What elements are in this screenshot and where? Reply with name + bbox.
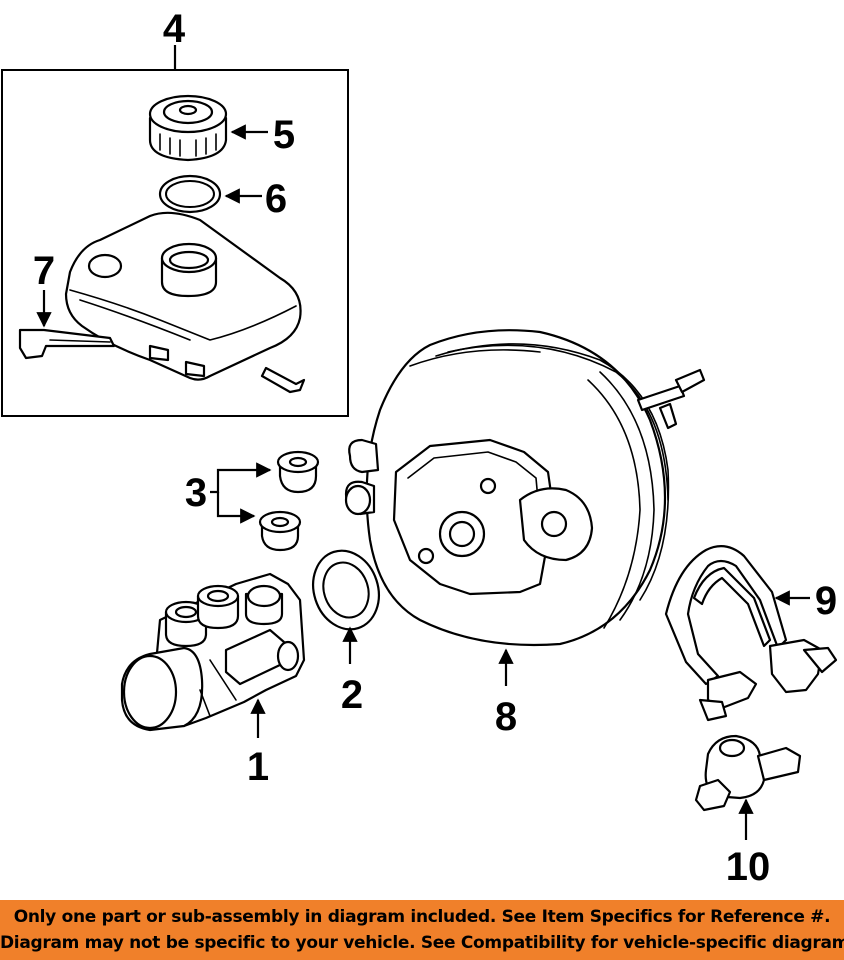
brake-booster	[344, 329, 706, 647]
callout-7: 7	[33, 249, 55, 293]
disclaimer-line-1: Only one part or sub-assembly in diagram…	[13, 907, 831, 927]
callout-3-arrow-b	[216, 492, 256, 524]
disclaimer-line-2: Diagram may not be specific to your vehi…	[0, 933, 844, 953]
callout-8: 8	[495, 695, 517, 739]
callout-2: 2	[341, 673, 363, 717]
grommets	[258, 450, 320, 552]
parts-diagram: 4 5 6 7 3 2 8 9 1 10	[1, 7, 838, 889]
reservoir-group	[1, 45, 349, 417]
reservoir-group-box	[1, 69, 349, 417]
reservoir-seal	[158, 174, 222, 214]
callout-9: 9	[815, 579, 837, 623]
callout-3: 3	[185, 471, 207, 515]
callout-5: 5	[273, 113, 295, 157]
callout-1: 1	[247, 745, 269, 789]
callout-10: 10	[726, 845, 771, 889]
master-cylinder	[120, 572, 306, 732]
check-valve	[694, 734, 802, 812]
callout-6: 6	[265, 177, 287, 221]
booster-gasket	[312, 549, 380, 631]
reservoir-cap	[148, 94, 228, 162]
callout-3-arrow-a	[210, 462, 272, 494]
level-sensor	[18, 328, 116, 360]
callout-4: 4	[163, 7, 186, 51]
vacuum-hose	[664, 545, 838, 722]
reservoir	[64, 211, 306, 394]
disclaimer-banner: Only one part or sub-assembly in diagram…	[0, 900, 844, 960]
